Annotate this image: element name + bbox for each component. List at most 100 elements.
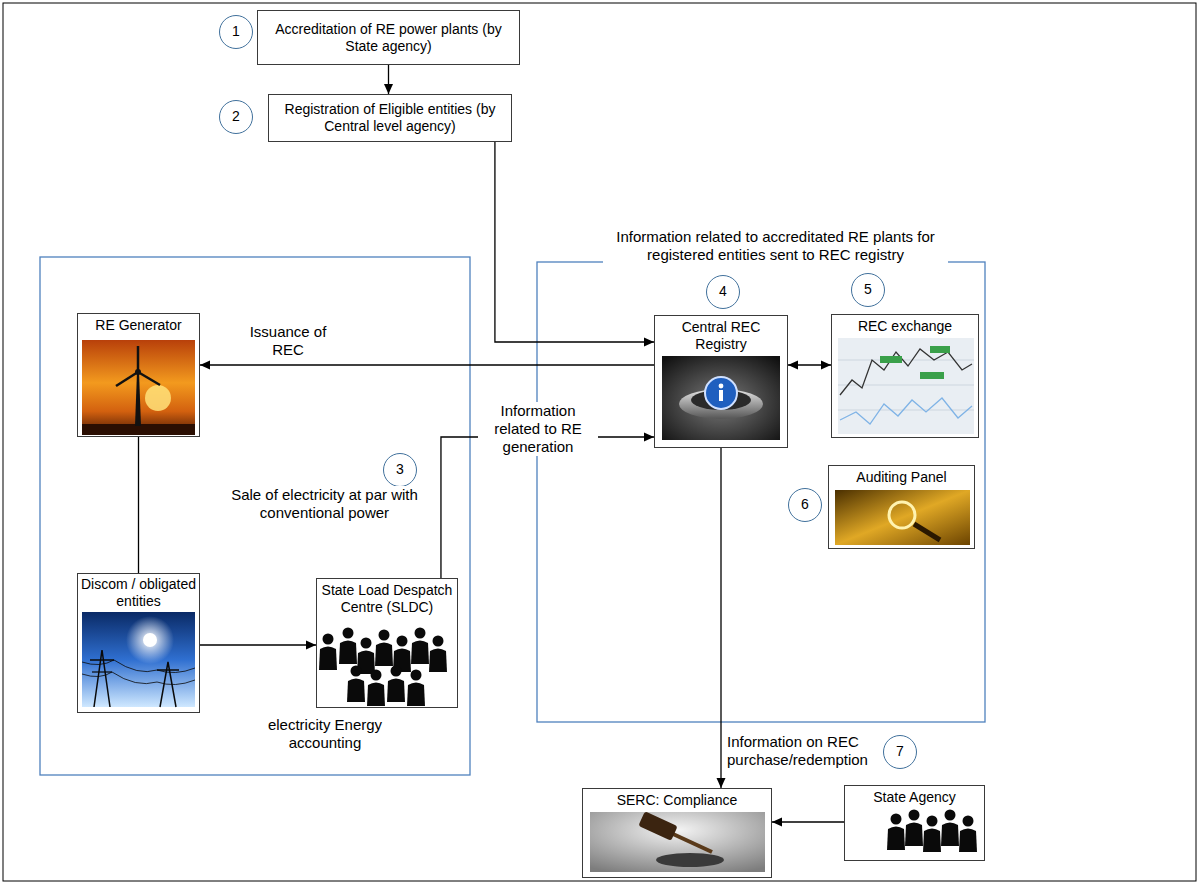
- box-text: Auditing Panel: [829, 466, 974, 488]
- connector-arrow: [384, 65, 393, 94]
- outer-frame-part: [3, 3, 1196, 881]
- power-line-picture-part: [126, 616, 174, 664]
- box-text: State Load Despatch Centre (SLDC): [317, 579, 457, 618]
- gavel-picture-part: [656, 853, 724, 867]
- info-button-picture-part: [662, 356, 780, 440]
- arrow-head: [306, 641, 316, 650]
- wind-turbine-picture-part: [135, 369, 141, 375]
- power-line-picture: [82, 612, 195, 707]
- connector-arrow: [788, 361, 831, 370]
- arrow-head: [644, 338, 654, 347]
- power-line-picture-part: [82, 672, 195, 685]
- stock-chart-picture-part: [840, 349, 972, 395]
- outer-frame: [3, 3, 1196, 881]
- staff-silhouettes-part: [339, 628, 357, 665]
- box-text: SERC: Compliance: [583, 789, 771, 811]
- stock-chart-picture-part: [920, 372, 944, 379]
- staff-silhouettes-part: [411, 628, 429, 665]
- edge-label: Information on REC purchase/redemption: [727, 733, 877, 769]
- edge-label: Information related to accreditated RE p…: [603, 228, 948, 264]
- agency-silhouettes-part: [959, 816, 977, 853]
- callout-number: 7: [883, 735, 917, 769]
- agency-silhouettes: [887, 810, 977, 853]
- connector-line: [720, 448, 721, 788]
- power-line-picture-part: [82, 660, 195, 673]
- edge-label: electricity Energy accounting: [250, 716, 400, 752]
- entity-box: SERC: Compliance: [582, 788, 772, 878]
- gavel-picture-part: [638, 811, 677, 841]
- box-text: Accreditation of RE power plants (by Sta…: [258, 21, 519, 55]
- box-text: RE Generator: [78, 314, 199, 336]
- connector-line: [772, 821, 844, 822]
- process-box: Registration of Eligible entities (by Ce…: [268, 94, 512, 142]
- connector-line: [138, 437, 139, 573]
- info-button-picture-part: [719, 384, 724, 389]
- entity-box: REC exchange: [831, 314, 979, 438]
- agency-silhouettes-part: [941, 810, 959, 847]
- connector-arrow: [138, 437, 139, 573]
- wind-turbine-picture: [82, 340, 195, 435]
- wind-turbine-picture-part: [82, 340, 195, 435]
- connector-arrow: [717, 448, 726, 788]
- edge-label: Information related to RE generation: [478, 402, 598, 456]
- entity-box: Central REC Registry: [654, 315, 788, 448]
- power-line-picture-part: [94, 650, 110, 707]
- magnifier-picture-part: [914, 524, 940, 540]
- callout-number: 4: [706, 275, 740, 309]
- connector-line: [200, 644, 316, 645]
- staff-silhouettes-part: [429, 636, 447, 673]
- callout-number: 5: [851, 273, 885, 307]
- box-text: REC exchange: [832, 315, 978, 337]
- staff-silhouettes-part: [375, 630, 393, 667]
- box-text: Central REC Registry: [655, 316, 787, 355]
- power-line-picture-part: [157, 669, 179, 671]
- connector-arrow: [200, 361, 654, 370]
- power-line-picture-part: [90, 659, 114, 661]
- entity-box: Auditing Panel: [828, 465, 975, 549]
- wind-turbine-picture-part: [137, 346, 140, 372]
- entity-box: State Load Despatch Centre (SLDC): [316, 578, 458, 708]
- stock-chart-picture-part: [840, 398, 972, 424]
- connector-arrow: [200, 641, 316, 650]
- gavel-picture-part: [590, 812, 765, 872]
- edge-label: Issuance of REC: [238, 323, 338, 359]
- staff-silhouettes-part: [347, 666, 365, 703]
- connector-line: [441, 437, 654, 578]
- wind-turbine-picture-part: [138, 372, 160, 385]
- gavel-picture: [590, 811, 765, 872]
- info-button-picture-part: [719, 390, 723, 401]
- staff-silhouettes-part: [367, 670, 385, 707]
- process-box: Accreditation of RE power plants (by Sta…: [257, 10, 520, 65]
- arrow-head: [200, 361, 210, 370]
- arrow-head: [717, 778, 726, 788]
- arrow-head: [788, 361, 798, 370]
- connector-arrow: [772, 818, 844, 827]
- staff-silhouettes: [319, 628, 447, 707]
- callout-number: 2: [219, 100, 253, 134]
- group-panel-part: [40, 257, 470, 775]
- magnifier-picture: [835, 490, 970, 545]
- info-button-picture: [662, 356, 780, 440]
- magnifier-picture-part: [835, 490, 970, 545]
- entity-box: RE Generator: [77, 313, 200, 437]
- power-line-picture-part: [92, 671, 112, 672]
- wind-turbine-picture-part: [116, 372, 138, 386]
- box-text: Registration of Eligible entities (by Ce…: [269, 101, 511, 135]
- arrow-head: [384, 84, 393, 94]
- staff-silhouettes-part: [407, 670, 425, 707]
- stock-chart-picture-part: [930, 346, 950, 353]
- entity-box: State Agency: [844, 785, 985, 861]
- box-text: Discom / obligated entities: [78, 574, 199, 612]
- info-button-picture-part: [705, 377, 737, 409]
- power-line-picture-part: [143, 633, 157, 647]
- entity-box: Discom / obligated entities: [77, 573, 200, 713]
- edge-label: Sale of electricity at par with conventi…: [222, 486, 427, 522]
- magnifier-picture-part: [889, 502, 915, 528]
- stock-chart-picture-part: [838, 410, 974, 411]
- stock-chart-picture-part: [838, 338, 974, 434]
- wind-turbine-picture-part: [135, 372, 141, 426]
- group-panel: [40, 257, 985, 775]
